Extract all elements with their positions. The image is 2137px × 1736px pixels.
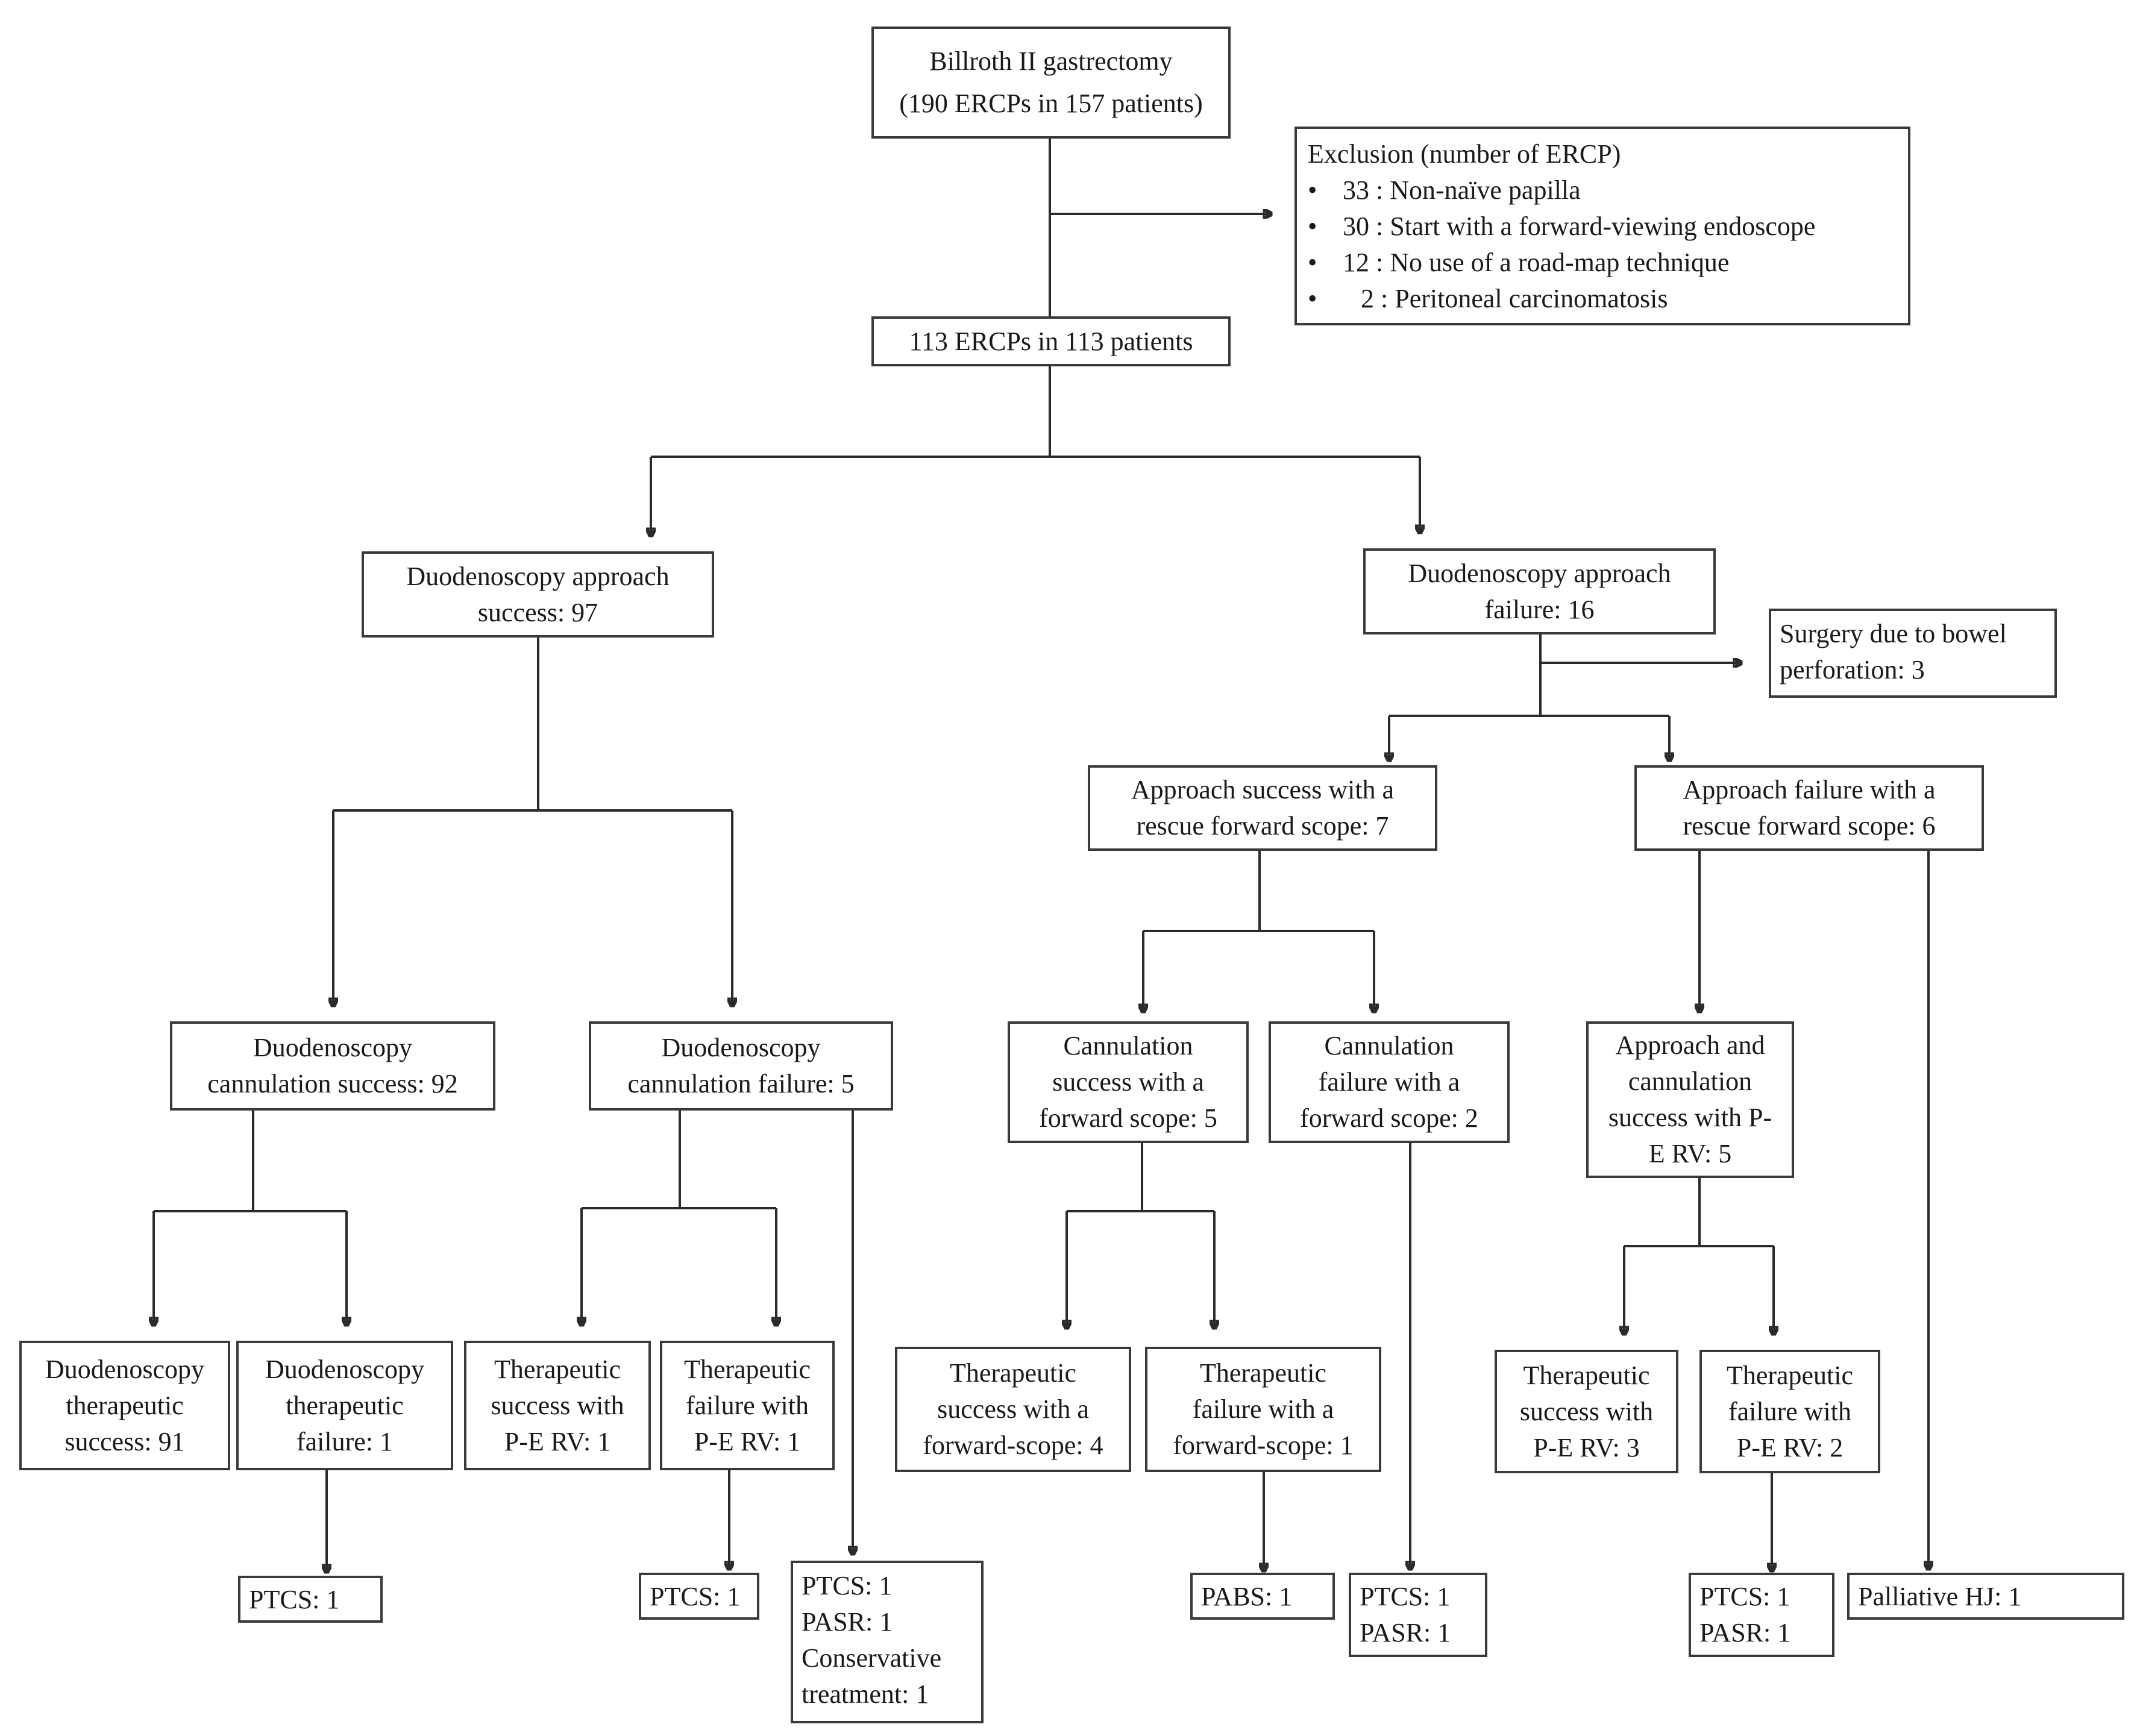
- root-subtitle: (190 ERCPs in 157 patients): [899, 89, 1203, 118]
- outcome-box: PTCS: 1 PASR: 1: [1689, 1573, 1834, 1657]
- outcome-box: Palliative HJ: 1: [1847, 1573, 2124, 1620]
- therapeutic-failure-box: Duodenoscopy therapeutic failure: 1: [236, 1341, 453, 1470]
- exclusion-title: Exclusion (number of ERCP): [1308, 139, 1621, 169]
- exclusion-item: •12 : No use of a road-map technique: [1308, 248, 1730, 277]
- fwd-therapeutic-success-box: Therapeutic success with a forward-scope…: [895, 1347, 1131, 1472]
- fwd-cannulation-success-box: Cannulation success with a forward scope…: [1008, 1021, 1249, 1143]
- approach-failure-box: Duodenoscopy approach failure: 16: [1363, 548, 1716, 635]
- pe-rv-therapeutic-success-box: Therapeutic success with P-E RV: 3: [1495, 1350, 1678, 1473]
- fwd-therapeutic-failure-box: Therapeutic failure with a forward-scope…: [1145, 1347, 1381, 1472]
- outcome-box: PTCS: 1 PASR: 1: [1349, 1573, 1487, 1657]
- forward-success-box: Approach success with a rescue forward s…: [1088, 765, 1437, 851]
- exclusion-item: •2 : Peritoneal carcinomatosis: [1308, 284, 1668, 313]
- cannulation-failure-box: Duodenoscopy cannulation failure: 5: [589, 1021, 893, 1111]
- pe-rv-failure-box: Therapeutic failure with P-E RV: 1: [660, 1341, 835, 1470]
- pe-rv-approach-box: Approach and cannulation success with P-…: [1586, 1021, 1794, 1178]
- outcome-box: PTCS: 1: [639, 1573, 759, 1620]
- included-box: 113 ERCPs in 113 patients: [871, 316, 1231, 366]
- therapeutic-success-box: Duodenoscopy therapeutic success: 91: [19, 1341, 230, 1470]
- outcome-box: PTCS: 1 PASR: 1 Conservative treatment: …: [791, 1561, 984, 1723]
- included-text: 113 ERCPs in 113 patients: [909, 326, 1193, 356]
- exclusion-item: •33 : Non-naïve papilla: [1308, 175, 1581, 205]
- exclusion-item: •30 : Start with a forward-viewing endos…: [1308, 212, 1816, 241]
- cannulation-success-box: Duodenoscopy cannulation success: 92: [170, 1021, 495, 1111]
- pe-rv-therapeutic-failure-box: Therapeutic failure with P-E RV: 2: [1699, 1350, 1880, 1473]
- pe-rv-success-box: Therapeutic success with P-E RV: 1: [464, 1341, 651, 1470]
- exclusion-box: Exclusion (number of ERCP) •33 : Non-naï…: [1294, 127, 1910, 325]
- outcome-box: PABS: 1: [1190, 1573, 1335, 1620]
- root-title: Billroth II gastrectomy: [929, 46, 1173, 76]
- forward-failure-box: Approach failure with a rescue forward s…: [1634, 765, 1984, 851]
- surgery-box: Surgery due to bowel perforation: 3: [1769, 609, 2057, 698]
- fwd-cannulation-failure-box: Cannulation failure with a forward scope…: [1269, 1021, 1510, 1143]
- approach-success-box: Duodenoscopy approach success: 97: [362, 551, 714, 638]
- root-box: Billroth II gastrectomy (190 ERCPs in 15…: [871, 27, 1231, 139]
- outcome-box: PTCS: 1: [238, 1576, 383, 1623]
